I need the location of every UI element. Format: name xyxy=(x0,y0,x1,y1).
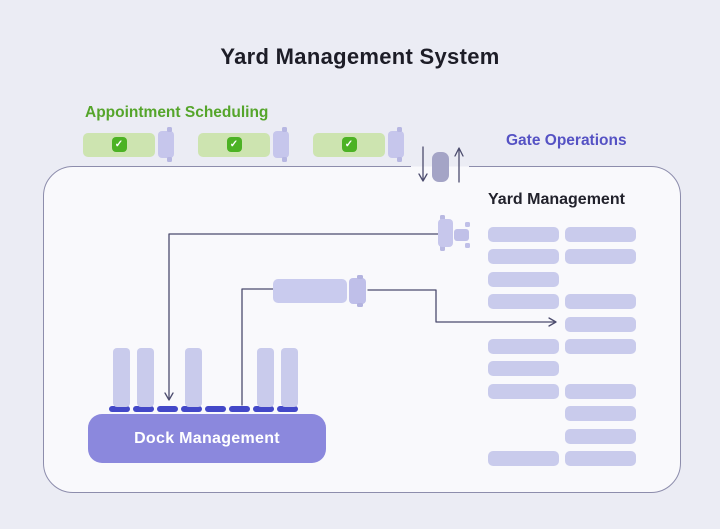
scheduled-truck-icon: ✓ xyxy=(198,127,289,162)
check-icon: ✓ xyxy=(226,137,242,152)
gate-operations-label: Gate Operations xyxy=(506,132,627,149)
truck-cab-icon xyxy=(388,127,404,162)
truck-cab-icon xyxy=(273,127,289,162)
truck-mirror-icon xyxy=(465,222,470,227)
yard-slot xyxy=(565,383,636,399)
yard-slot xyxy=(488,294,559,310)
truck-trailer-icon: ✓ xyxy=(83,132,155,157)
parked-trailer-icon xyxy=(257,348,274,407)
parked-trailer-icon xyxy=(281,348,298,407)
yard-slot xyxy=(565,294,636,310)
dock-door-icon xyxy=(205,406,226,412)
truck-mirror-icon xyxy=(465,243,470,248)
scheduled-trucks-row: ✓ ✓ ✓ xyxy=(83,127,503,162)
dock-door-icon xyxy=(181,406,202,412)
truck-trailer-icon: ✓ xyxy=(198,132,270,157)
dock-door-icon xyxy=(109,406,130,412)
truck-wheel-icon xyxy=(440,245,445,251)
check-icon: ✓ xyxy=(341,137,357,152)
yard-management-label: Yard Management xyxy=(488,191,625,208)
yard-slot xyxy=(565,227,636,242)
yard-slot xyxy=(488,249,559,265)
dock-management-label: Dock Management xyxy=(134,429,280,447)
dock-door-icon xyxy=(157,406,178,412)
appointment-scheduling-label: Appointment Scheduling xyxy=(85,104,269,121)
yard-slot xyxy=(565,450,636,466)
dock-door-icon xyxy=(277,406,298,412)
truck-trailer-icon: ✓ xyxy=(313,132,385,157)
dock-door-icon xyxy=(253,406,274,412)
scheduled-truck-icon: ✓ xyxy=(83,127,174,162)
yard-slot xyxy=(565,249,636,265)
check-icon: ✓ xyxy=(111,137,127,152)
truck-cab-icon xyxy=(349,275,366,307)
yard-slot xyxy=(565,316,636,332)
yard-slot xyxy=(488,271,559,287)
yard-slot xyxy=(488,383,559,399)
yard-slot xyxy=(565,338,636,354)
yard-slot xyxy=(565,406,636,422)
scheduled-truck-icon: ✓ xyxy=(313,127,404,162)
truck-trailer-icon xyxy=(438,219,453,247)
yard-slot xyxy=(488,450,559,466)
dock-door-icon xyxy=(133,406,154,412)
truck-cab-icon xyxy=(454,229,469,241)
parked-trailer-icon xyxy=(137,348,154,407)
yard-slot-grid xyxy=(488,227,636,466)
parked-trailer-icon xyxy=(185,348,202,407)
truck-wheel-icon xyxy=(440,215,445,220)
yard-slot xyxy=(488,361,559,377)
dock-door-icon xyxy=(229,406,250,412)
truck-trailer-icon xyxy=(273,279,347,303)
yard-slot xyxy=(488,338,559,354)
gate-icon xyxy=(432,152,449,182)
dock-management-box: Dock Management xyxy=(88,414,326,463)
yard-slot xyxy=(488,227,559,242)
truck-cab-icon xyxy=(158,127,174,162)
parked-trailer-icon xyxy=(113,348,130,407)
page-title: Yard Management System xyxy=(220,44,500,69)
yard-slot xyxy=(565,428,636,444)
